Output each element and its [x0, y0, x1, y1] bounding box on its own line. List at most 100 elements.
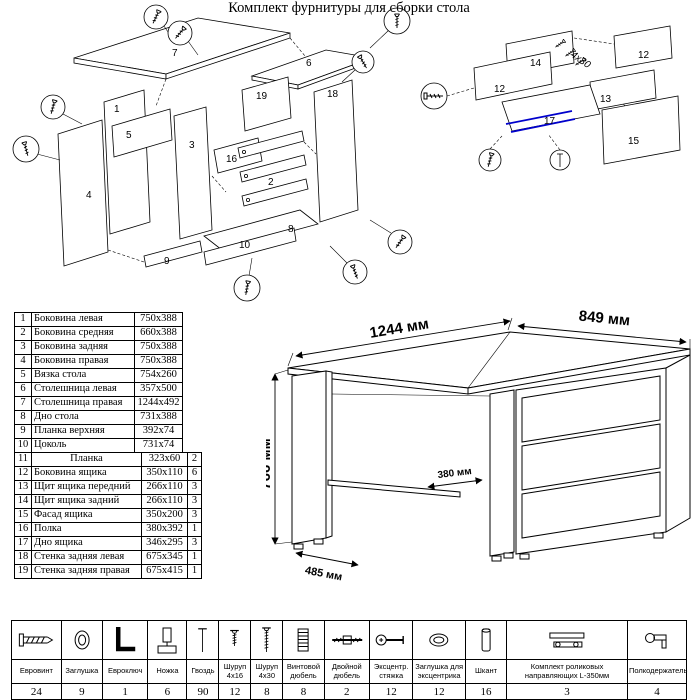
part-size: 1244x492	[134, 396, 183, 411]
part-top-strip	[143, 240, 203, 268]
part-number: 6	[14, 382, 32, 397]
hardware-item-name: Шуруп 4x16	[218, 659, 252, 684]
part-size: 675x345	[141, 550, 188, 565]
part-back-wall-right	[241, 76, 292, 132]
part-qty: 3	[187, 480, 202, 495]
shelf-support-icon	[626, 620, 688, 660]
part-number: 5	[14, 368, 32, 383]
nail-icon	[557, 153, 563, 167]
hardware-names-row: Евровинт Заглушка Евроключ Ножка Гвоздь …	[11, 659, 687, 684]
part-name: Боковина средняя	[31, 326, 135, 341]
drawer-assembly-diagram: 14 12 12 13 17 15 4x30	[420, 25, 681, 172]
part-name: Боковина правая	[31, 354, 135, 369]
hardware-kit-title: Комплект фурнитуры для сборки стола	[228, 0, 470, 16]
part-number: 8	[14, 410, 32, 425]
part-number: 3	[14, 340, 32, 355]
dowel-icon	[464, 620, 508, 660]
hardware-item-name: Эксцентр. стяжка	[369, 659, 414, 684]
cap-icon	[60, 620, 103, 660]
part-size: 357x500	[134, 382, 183, 397]
part-qty: 1	[187, 564, 202, 579]
hardware-item-qty: 8	[282, 683, 325, 700]
part-number: 10	[14, 438, 32, 453]
part-qty: 6	[187, 466, 202, 481]
part-qty: 2	[187, 452, 202, 467]
part-drawer-side-right	[613, 25, 673, 69]
hardware-item-qty: 6	[147, 683, 188, 700]
part-size: 750x388	[134, 340, 183, 355]
part-number: 19	[14, 564, 32, 579]
hardware-item-qty: 8	[250, 683, 284, 700]
part-qty: 3	[187, 508, 202, 523]
screw-4x16-icon	[218, 620, 252, 660]
part-number: 16	[14, 522, 32, 537]
bolt-icon	[423, 92, 443, 100]
desk-dimensions-drawing: 1244 мм 849 мм 766 мм 380 мм 485 мм	[266, 308, 691, 584]
part-label-8: 8	[288, 224, 294, 235]
part-label-19: 19	[256, 91, 268, 102]
hardware-item-qty: 90	[186, 683, 220, 700]
drawer-slide-rail	[505, 110, 576, 133]
hardware-item-name: Ножка	[147, 659, 188, 684]
part-label-18: 18	[327, 89, 339, 100]
part-number: 14	[14, 494, 32, 509]
dim-width-label: 1244 мм	[368, 315, 430, 341]
hardware-item-qty: 12	[218, 683, 252, 700]
cam-cap-icon	[412, 620, 466, 660]
desk-drawer-cabinet	[515, 354, 691, 560]
hardware-item-name: Евровинт	[11, 659, 62, 684]
hardware-kit-table: Евровинт Заглушка Евроключ Ножка Гвоздь …	[11, 620, 687, 700]
part-size: 731x74	[134, 438, 183, 453]
part-bottom	[203, 209, 319, 251]
hardware-qty-row: 24 9 1 6 90 12 8 8 2 12 12 16 3 4	[11, 683, 688, 700]
hardware-item-qty: 2	[323, 683, 371, 700]
part-number: 7	[14, 396, 32, 411]
part-label-12b: 12	[638, 50, 650, 61]
drawer-front-3	[521, 471, 661, 539]
part-name: Цоколь	[31, 438, 135, 453]
part-label-1: 1	[114, 104, 120, 115]
part-size: 380x392	[141, 522, 188, 537]
desk-shelf	[327, 479, 461, 498]
dim-height-label: 766 мм	[266, 438, 274, 489]
screw-4x30-icon	[250, 620, 284, 660]
hardware-item-name: Евроключ	[101, 659, 149, 684]
part-label-2: 2	[268, 177, 274, 188]
part-label-14: 14	[530, 58, 542, 69]
part-label-4: 4	[86, 190, 92, 201]
part-name: Фасад ящика	[31, 508, 142, 523]
part-size: 266x110	[141, 480, 188, 495]
part-middle-panel	[173, 106, 213, 240]
nail-icon	[186, 620, 220, 660]
part-drawer-fascia	[601, 95, 681, 165]
part-label-16: 16	[226, 154, 238, 165]
hardware-item-name: Шкант	[464, 659, 508, 684]
dim-front-label: 485 мм	[304, 565, 343, 584]
part-size: 350x200	[141, 508, 188, 523]
part-plinth	[203, 227, 297, 266]
part-number: 13	[14, 480, 32, 495]
hardware-item-name: Гвоздь	[186, 659, 220, 684]
part-label-10: 10	[239, 240, 251, 251]
hardware-item-qty: 3	[506, 683, 628, 700]
part-name: Стенка задняя левая	[31, 550, 142, 565]
part-label-7: 7	[172, 48, 178, 59]
hardware-icons-row	[11, 620, 688, 660]
part-number: 4	[14, 354, 32, 369]
part-qty: 1	[187, 522, 202, 537]
part-number-labels: 7 6 19 18 1 4 5 3 16 2 8 10 9	[86, 48, 339, 267]
double-dowel-icon	[323, 620, 371, 660]
hardware-item-qty: 9	[60, 683, 103, 700]
part-side-panel-left	[103, 89, 151, 235]
leg-icon	[147, 620, 188, 660]
